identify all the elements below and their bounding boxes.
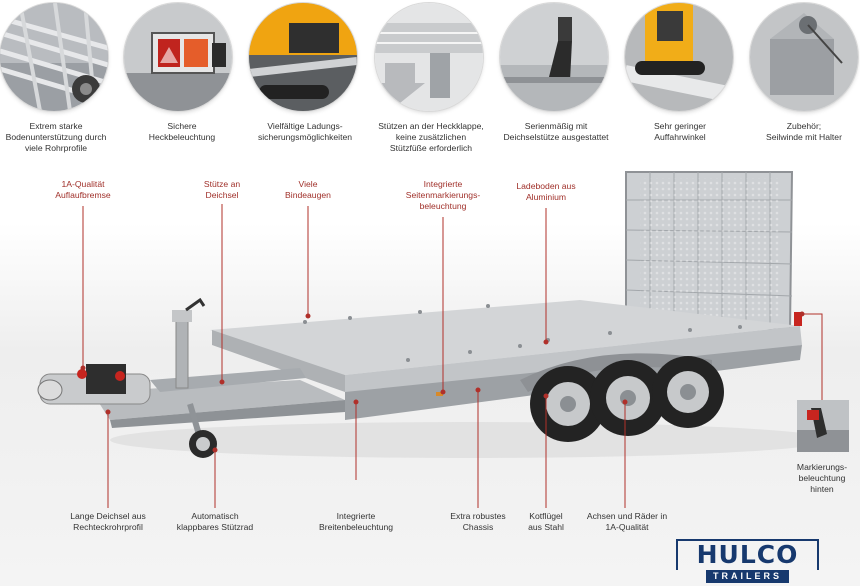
label-line: Bindeaugen	[285, 190, 331, 200]
label-line: Lange Deichsel aus	[70, 511, 146, 521]
jockey-wheel	[187, 403, 217, 458]
label-aluminium-floor: Ladeboden aus Aluminium	[506, 181, 586, 203]
label-line: Auflaufbremse	[55, 190, 111, 200]
label-line: Kotflügel	[529, 511, 563, 521]
label-line: Breitenbeleuchtung	[318, 522, 394, 532]
label-jockey-wheel: Automatisch klappbares Stützrad	[165, 511, 265, 533]
label-side-marker-lighting: Integrierte Seitenmarkierungs- beleuchtu…	[393, 179, 493, 212]
label-line: Stütze an	[203, 179, 241, 189]
caption-line: Seilwinde mit Halter	[766, 132, 842, 142]
label-line: Viele	[298, 179, 318, 189]
feature-caption-1: Extrem starke Bodenunterstützung durch v…	[0, 121, 112, 154]
rear-marker-light	[794, 312, 802, 326]
label-steel-mudguards: Kotflügel aus Stahl	[516, 511, 576, 533]
feature-photo-excavator-load	[249, 3, 357, 111]
feature-photo-winch	[750, 3, 858, 111]
rear-marker-inset-photo	[797, 400, 849, 452]
caption-line: Vielfältige Ladungs-	[267, 121, 343, 131]
wheels	[530, 356, 724, 442]
label-line: Aluminium	[525, 192, 567, 202]
feature-caption-6: Sehr geringer Auffahrwinkel	[624, 121, 736, 143]
label-line: Extra robustes	[450, 511, 506, 521]
label-line: Seitenmarkierungs-	[405, 190, 481, 200]
caption-line: Zubehör;	[786, 121, 822, 131]
mudguard	[520, 353, 712, 392]
feature-caption-3: Vielfältige Ladungs- sicherungsmöglichke…	[244, 121, 366, 143]
caption-line: Bodenunterstützung durch	[5, 132, 107, 142]
label-line: Markierungs-	[796, 462, 848, 472]
caption-line: Deichselstütze ausgestattet	[503, 132, 609, 142]
feature-caption-2: Sichere Heckbeleuchtung	[128, 121, 236, 143]
label-line: Integrierte	[336, 511, 376, 521]
label-tie-down-rings: Viele Bindeaugen	[268, 179, 348, 201]
feature-photo-low-ramp-angle	[625, 3, 733, 111]
label-line: Deichsel	[205, 190, 239, 200]
label-axles-wheels: Achsen und Räder in 1A-Qualität	[580, 511, 674, 533]
label-line: aus Stahl	[528, 522, 564, 532]
label-rear-marker-lighting: Markierungs- beleuchtung hinten	[786, 462, 858, 495]
label-line: Chassis	[462, 522, 494, 532]
label-line: Rechteckrohrprofil	[73, 522, 143, 532]
label-width-lighting: Integrierte Breitenbeleuchtung	[306, 511, 406, 533]
caption-line: Serienmäßig mit	[524, 121, 588, 131]
label-line: hinten	[810, 484, 834, 494]
leader-lines	[80, 204, 823, 508]
label-line: beleuchtung	[419, 201, 467, 211]
caption-line: sicherungsmöglichkeiten	[257, 132, 353, 142]
caption-line: Sichere	[167, 121, 197, 131]
label-line: Integrierte	[423, 179, 463, 189]
drawbar	[92, 297, 345, 428]
label-drawbar-support: Stütze an Deichsel	[182, 179, 262, 201]
caption-line: Stützfüße erforderlich	[389, 143, 473, 153]
label-long-drawbar: Lange Deichsel aus Rechteckrohrprofil	[53, 511, 163, 533]
label-robust-chassis: Extra robustes Chassis	[438, 511, 518, 533]
overrun-brake-coupling	[37, 364, 151, 405]
feature-caption-4: Stützen an der Heckklappe, keine zusätzl…	[370, 121, 492, 154]
label-line: Automatisch	[191, 511, 239, 521]
logo-wordmark: HULCO	[696, 540, 799, 569]
loading-ramp	[625, 171, 794, 332]
label-line: beleuchtung	[798, 473, 846, 483]
caption-line: Sehr geringer	[653, 121, 707, 131]
caption-line: keine zusätzlichen	[395, 132, 467, 142]
logo-frame	[676, 539, 819, 570]
caption-line: Heckbeleuchtung	[148, 132, 216, 142]
label-line: 1A-Qualität	[61, 179, 105, 189]
feature-photo-tailgate-supports	[375, 3, 483, 111]
logo-sub-band: TRAILERS	[706, 570, 789, 583]
feature-caption-7: Zubehör; Seilwinde mit Halter	[748, 121, 860, 143]
caption-line: viele Rohrprofile	[24, 143, 88, 153]
caption-line: Auffahrwinkel	[654, 132, 706, 142]
feature-caption-5: Serienmäßig mit Deichselstütze ausgestat…	[495, 121, 617, 143]
side-marker-light	[436, 392, 443, 396]
caption-line: Extrem starke	[29, 121, 83, 131]
hulco-trailers-logo: HULCO TRAILERS	[676, 539, 819, 583]
label-line: Achsen und Räder in	[586, 511, 668, 521]
label-line: Ladeboden aus	[516, 181, 576, 191]
label-overrun-brake: 1A-Qualität Auflaufbremse	[38, 179, 128, 201]
label-line: 1A-Qualität	[605, 522, 649, 532]
logo-subtext: TRAILERS	[713, 571, 782, 581]
label-line: klappbares Stützrad	[176, 522, 254, 532]
caption-line: Stützen an der Heckklappe,	[378, 121, 484, 131]
